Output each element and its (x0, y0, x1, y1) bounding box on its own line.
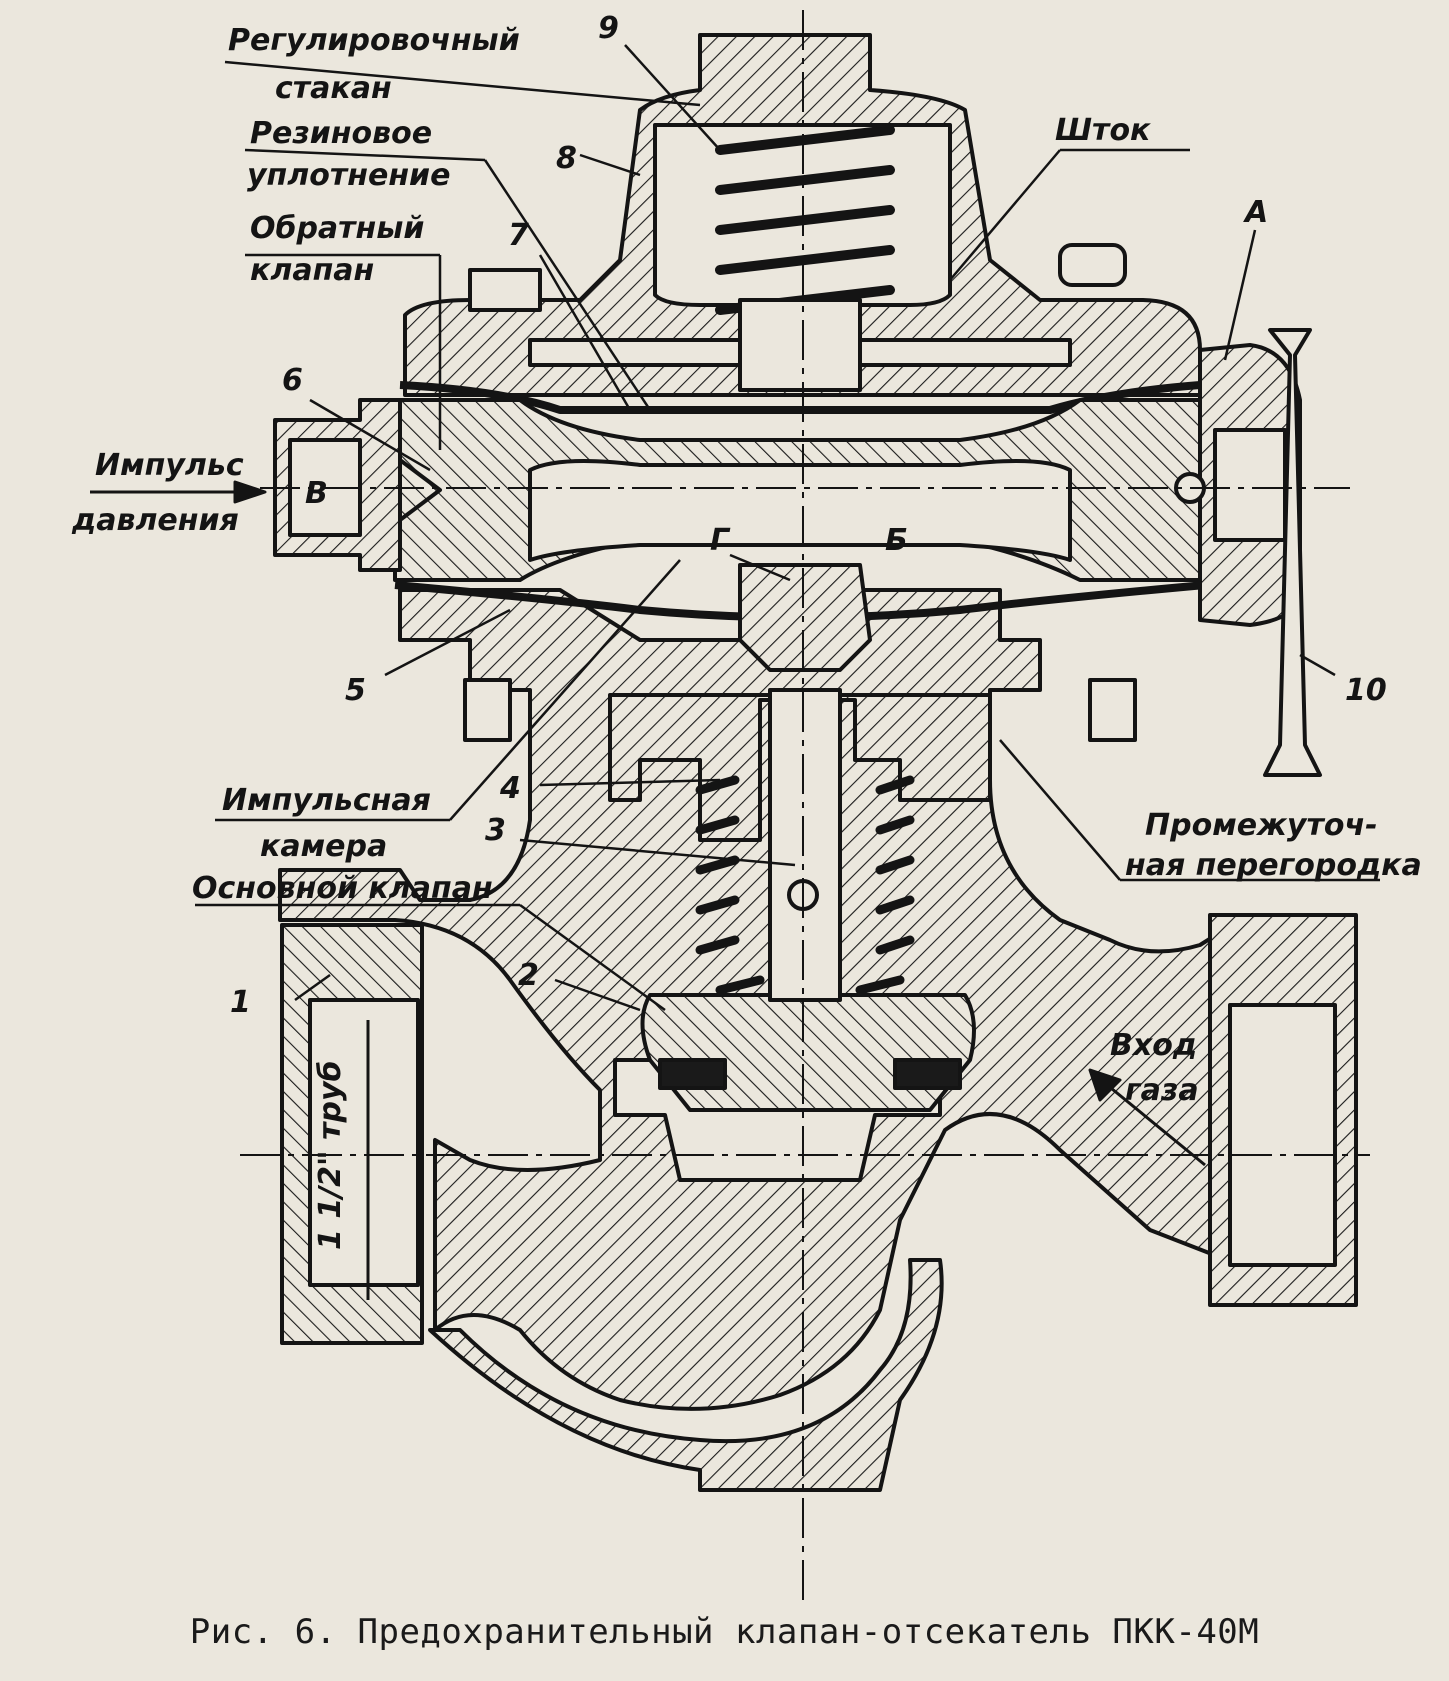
label-impulse-1: Импульс (95, 448, 244, 483)
number-2: 2 (518, 958, 539, 993)
label-impulse-chamber-2: камера (260, 829, 387, 864)
bolt-top-right (1058, 243, 1127, 287)
latch-chamber (1213, 428, 1287, 542)
left-bore (308, 998, 420, 1287)
number-9: 9 (598, 11, 619, 46)
bottom-bowl (428, 1258, 944, 1492)
centerlines (240, 10, 1370, 1600)
label-pipe-size: 1 1/2" труб (313, 1061, 348, 1250)
center-stem-top (738, 298, 862, 392)
lower-spring (695, 775, 915, 995)
label-cavity-G: Г (710, 523, 731, 558)
number-1: 1 (230, 985, 251, 1020)
upper-diaphragm (399, 381, 1201, 414)
main-valve-disc (640, 993, 976, 1112)
bolt-bottom-left (463, 678, 512, 742)
center-hub (738, 563, 872, 672)
label-rubber-seal-2: уплотнение (247, 158, 450, 193)
label-rod: Шток (1055, 113, 1151, 148)
leader-lines (195, 44, 1380, 1012)
lever-10 (1263, 328, 1322, 777)
label-rubber-seal-1: Резиновое (250, 116, 432, 151)
number-5: 5 (345, 673, 366, 708)
bolt-top-left (468, 268, 542, 312)
label-point-A: А (1243, 195, 1268, 230)
bolt-bottom-right (1088, 678, 1137, 742)
label-check-valve-1: Обратный (250, 211, 424, 246)
number-10: 10 (1345, 673, 1387, 708)
number-7: 7 (508, 218, 529, 253)
rubber-seal-left (658, 1058, 727, 1090)
number-4: 4 (499, 771, 521, 806)
valve-stem (768, 688, 842, 1002)
label-regulating-cup-1: Регулировочный (228, 23, 520, 58)
number-6: 6 (282, 363, 303, 398)
label-main-valve: Основной клапан (192, 871, 493, 906)
label-impulse-2: давления (71, 503, 239, 538)
label-partition-2: ная перегородка (1125, 848, 1422, 883)
label-cavity-B: Б (885, 523, 908, 558)
label-partition-1: Промежуточ- (1145, 808, 1378, 843)
number-8: 8 (556, 141, 577, 176)
number-3: 3 (485, 813, 506, 848)
text-labels: Регулировочный стакан Резиновое уплотнен… (71, 11, 1422, 1250)
rubber-seal-right (893, 1058, 962, 1090)
drawing (90, 10, 1380, 1600)
figure-caption: Рис. 6. Предохранительный клапан-отсекат… (189, 1612, 1260, 1652)
check-valve-cone (398, 458, 442, 522)
label-check-valve-2: клапан (250, 253, 374, 288)
label-gas-in-2: газа (1125, 1073, 1199, 1108)
chamber-B (528, 459, 1072, 562)
arrows (90, 480, 1206, 1300)
spring-guide (608, 693, 992, 842)
label-impulse-chamber-1: Импульсная (222, 783, 431, 818)
label-regulating-cup-2: стакан (275, 71, 392, 106)
label-cavity-V: В (305, 476, 328, 511)
right-bore (1228, 1003, 1337, 1267)
label-gas-in-1: Вход (1110, 1028, 1197, 1063)
